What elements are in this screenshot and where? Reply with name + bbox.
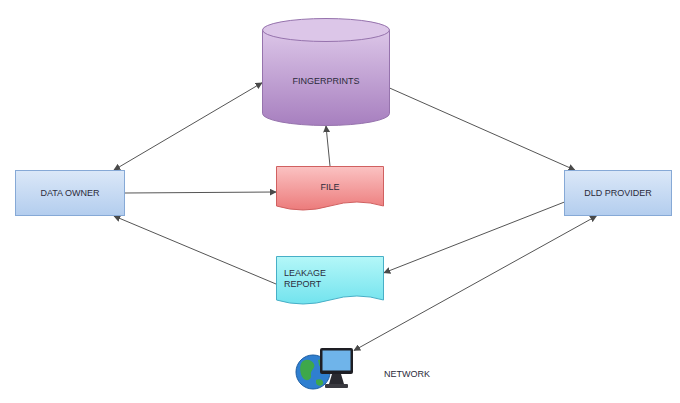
- network-label: NETWORK: [384, 369, 430, 380]
- database-cylinder-outline: [262, 18, 390, 126]
- node-label: DATA OWNER: [40, 188, 99, 199]
- node-label: DLD PROVIDER: [584, 188, 652, 199]
- node-label: LEAKAGE REPORT: [284, 268, 344, 290]
- flow-arrow: [384, 202, 564, 273]
- flow-arrow: [390, 88, 575, 170]
- flow-arrow: [326, 126, 330, 166]
- actor-box: DATA OWNER: [15, 170, 125, 216]
- node-label: FILE: [320, 182, 339, 193]
- flow-arrow: [114, 83, 262, 170]
- file-document-outline: [276, 166, 384, 218]
- flow-arrow: [114, 216, 276, 284]
- node-label: FINGERPRINTS: [292, 76, 359, 87]
- flow-arrow: [125, 192, 276, 193]
- network-icon-outline: [294, 336, 354, 394]
- actor-box: DLD PROVIDER: [564, 170, 672, 216]
- network-icon: NETWORK: [294, 336, 354, 394]
- database-cylinder: FINGERPRINTS: [262, 18, 390, 126]
- flow-arrow: [354, 216, 596, 351]
- report-document: LEAKAGE REPORT: [276, 256, 384, 312]
- file-document: FILE: [276, 166, 384, 218]
